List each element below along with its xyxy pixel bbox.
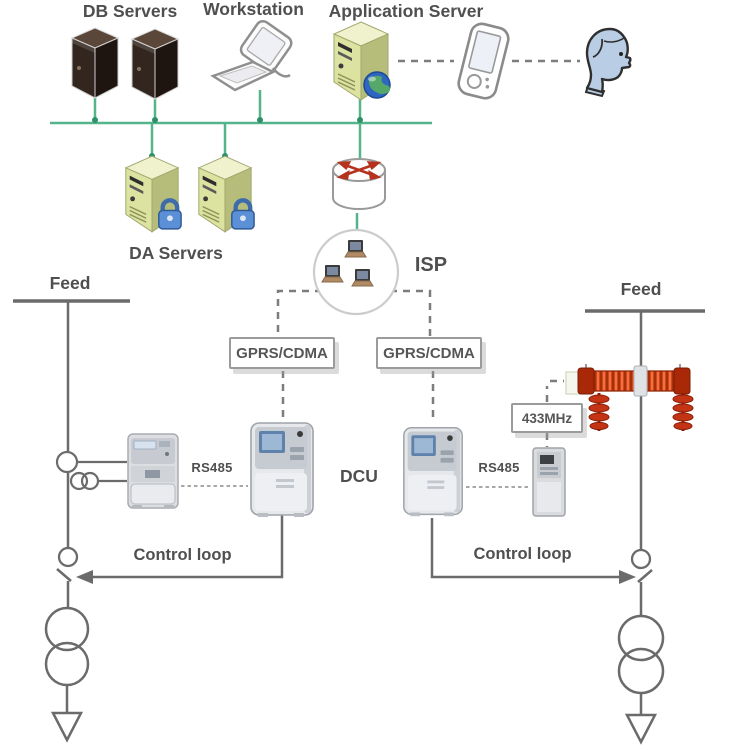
ct-sensor-single <box>55 450 79 474</box>
application-server-label: Application Server <box>328 1 484 21</box>
gprs-cdma-box-left: GPRS/CDMA <box>229 337 335 369</box>
isp-label: ISP <box>414 254 448 276</box>
router-cylinder-icon <box>332 158 386 210</box>
padlock-icon <box>231 198 255 230</box>
pda-handheld-icon <box>457 22 510 100</box>
padlock-icon <box>158 198 182 230</box>
gprs-cdma-box-right: GPRS/CDMA <box>376 337 482 369</box>
transformer-right <box>617 614 665 662</box>
transformer-left <box>44 606 90 652</box>
workstation-computer-icon <box>210 20 293 92</box>
control-loop-right-label: Control loop <box>473 545 572 563</box>
dcu-label: DCU <box>340 466 378 486</box>
control-loop-left-label: Control loop <box>133 546 232 564</box>
ct-sensor-double <box>69 471 89 491</box>
db-server-tower-icon <box>70 27 120 99</box>
switch-blade-right <box>637 569 653 583</box>
db-server-tower-icon <box>130 28 180 100</box>
da-server-tower-icon <box>197 155 255 233</box>
person-head-icon <box>584 27 632 98</box>
feed-left-label: Feed <box>49 273 91 293</box>
application-server-tower-icon <box>332 21 391 101</box>
ground-arrow-right <box>624 713 658 745</box>
feed-right-label: Feed <box>620 279 662 299</box>
switch-blade-left <box>56 568 72 582</box>
control-loop-right-line <box>430 518 636 584</box>
da-server-tower-icon <box>124 155 182 233</box>
wireless-dashed-links <box>276 59 580 447</box>
electricity-meter-icon <box>127 433 179 509</box>
rs485-left-label: RS485 <box>191 460 233 475</box>
da-servers-label: DA Servers <box>129 243 223 263</box>
breaker-circle-right <box>630 548 652 570</box>
feeder-left <box>13 299 130 743</box>
workstation-label: Workstation <box>203 0 304 19</box>
globe-icon <box>363 71 391 99</box>
router-arrows-icon <box>336 161 382 181</box>
dcu-unit-icon <box>250 422 314 517</box>
rs485-dotted-links <box>181 485 530 488</box>
dcu-unit-icon <box>403 427 463 517</box>
breaker-circle-left <box>57 546 79 568</box>
control-loop-left-line <box>76 514 284 584</box>
db-servers-label: DB Servers <box>82 1 178 21</box>
isp-network-circle-icon <box>312 228 400 316</box>
eye-dot <box>619 52 623 56</box>
rf-repeater-icon <box>532 447 566 517</box>
rs485-right-label: RS485 <box>478 460 520 475</box>
pole-mounted-load-switch-icon <box>565 364 695 433</box>
ground-arrow-left <box>50 711 84 743</box>
433mhz-box: 433MHz <box>511 403 583 433</box>
feeder-right <box>585 309 705 745</box>
